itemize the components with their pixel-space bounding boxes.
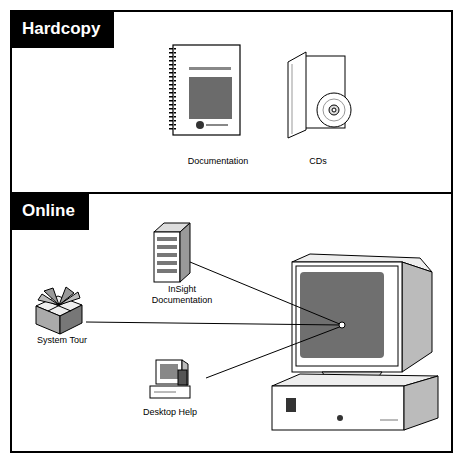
help-icon-part [154,392,176,393]
icon-label: System Tour [22,335,102,346]
icon-label: InSight Documentation [144,284,220,306]
cd-icon-part [288,52,306,138]
cd-icon-part [292,64,293,134]
icon-caption: System Tour [22,335,102,346]
icon-caption: Desktop Help [130,407,210,418]
leader-lines-part [86,322,342,325]
gift-icon-part [59,287,74,305]
icon-item: Documentation [163,42,273,167]
heading-band: Hardcopy [10,10,114,48]
manual-icon-part [169,48,173,132]
computer-icon-part [300,272,384,358]
server-icon [154,223,190,282]
computer-icon-part [292,262,402,372]
gift-icon-part [38,294,59,305]
icon-caption: Documentation [163,156,273,167]
section-panel: HardcopyDocumentation CDs [10,10,453,194]
cd-icon-part [317,93,351,127]
icon-caption: InSight Documentation [144,284,220,306]
server-icon-part [180,223,190,282]
cd-icon-part [323,99,345,121]
section-heading: Hardcopy [22,10,100,48]
computer-icon-part [404,376,438,430]
help-icon-part [150,386,190,398]
server-icon-part [157,253,177,257]
section-heading: Online [22,192,75,230]
cd-icon-part [332,108,336,112]
computer-icon-part [296,266,398,366]
computer-icon-part [286,398,296,412]
cd-icon-part [329,105,339,115]
server-icon-part [157,237,177,241]
gift-icon-part [44,288,59,305]
icon-label: Documentation [163,156,273,167]
computer-icon-part [272,374,438,386]
computer-icon-part [322,372,382,380]
server-icon-part [157,261,177,265]
heading-band: Online [10,192,89,230]
leader-lines-part [206,326,342,378]
cd-icon-part [303,56,345,128]
server-icon-part [157,269,177,273]
icon-caption: CDs [278,156,358,167]
icon-item: Desktop Help [130,358,210,418]
server-icon-part [154,223,190,232]
computer-icon-part [337,415,343,421]
help-icon-part [156,360,182,384]
manual-icon-part [174,48,176,132]
computer-icon-part [380,420,398,421]
manual-icon-part [206,124,228,126]
manual-icon-part [189,67,231,70]
leader-lines-part [339,322,345,328]
help-icon-part [178,370,187,385]
gift-icon-part [47,301,71,311]
help-icon-part [182,360,188,385]
gift-icon-part [60,305,82,334]
leader-lines-part [190,262,342,325]
computer-icon-part [292,254,432,272]
gift-icon-part [48,300,70,311]
gift-icon-part [36,296,82,316]
gift-icon-part [59,292,80,305]
computer-icon-part [272,386,404,430]
manual-icon-part [173,45,240,135]
gift-icon-part [36,306,60,334]
cd-icon [288,52,351,138]
gift-icon [36,287,82,334]
server-icon-part [154,232,180,282]
section-panel: OnlineInSight DocumentationSystem TourDe… [10,192,453,453]
manual-icon-part [189,77,232,119]
server-icon-part [157,245,177,249]
icon-item: InSight Documentation [144,220,220,306]
icon-label: Desktop Help [130,407,210,418]
help-icon [150,360,190,398]
icon-item: System Tour [22,288,102,346]
manual-icon-part [196,121,204,129]
leader-lines [86,262,345,378]
manual-icon [171,45,240,135]
icon-label: CDs [278,156,358,167]
help-icon-part [160,364,178,379]
icon-item: CDs [278,42,358,167]
computer-icon-part [402,262,432,372]
computer-icon [272,254,438,430]
